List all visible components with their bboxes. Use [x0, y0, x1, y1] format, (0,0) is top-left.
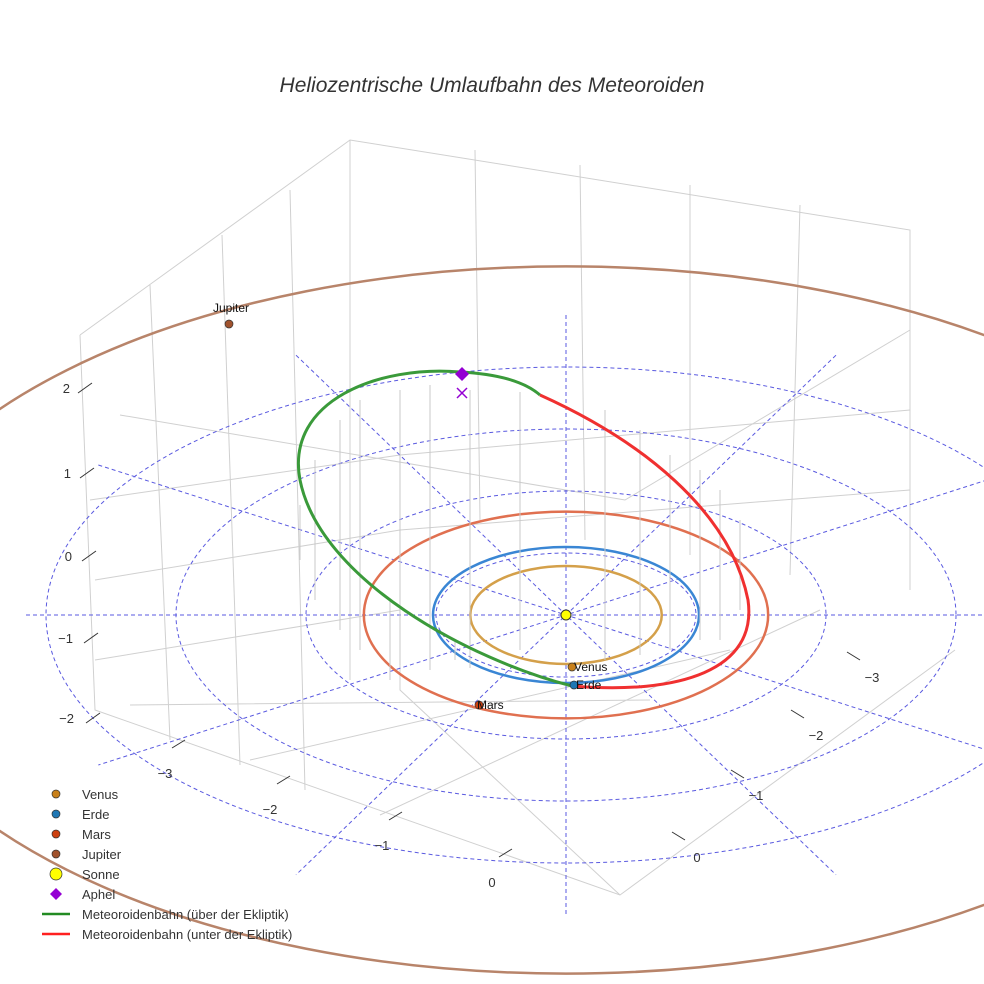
y-tick-label: 0: [488, 875, 495, 890]
legend-circle-icon: [51, 829, 61, 839]
legend-label: Sonne: [82, 867, 120, 882]
venus-marker[interactable]: [567, 662, 577, 672]
z-tick-label: −2: [59, 711, 74, 726]
legend-label: Venus: [82, 787, 119, 802]
legend-label: Aphel: [82, 887, 115, 902]
legend: VenusErdeMarsJupiterSonneAphelMeteoroide…: [42, 787, 292, 942]
legend-circle-icon: [51, 789, 61, 799]
orbit-jupiter[interactable]: [0, 265, 984, 975]
legend-label: Mars: [82, 827, 111, 842]
height-stems: [299, 385, 741, 680]
legend-circle-icon: [49, 867, 63, 881]
chart-title: Heliozentrische Umlaufbahn des Meteoroid…: [279, 74, 705, 97]
z-tick-label: −1: [58, 631, 73, 646]
jupiter-label: Jupiter: [213, 301, 249, 315]
y-tick-label: −3: [158, 766, 173, 781]
ecliptic-ring: [45, 366, 984, 864]
legend-item[interactable]: Meteoroidenbahn (unter der Ekliptik): [42, 927, 292, 942]
legend-label: Meteoroidenbahn (unter der Ekliptik): [82, 927, 292, 942]
legend-item[interactable]: Aphel: [50, 887, 115, 902]
z-tick-label: 1: [64, 466, 71, 481]
venus-label: Venus: [574, 660, 607, 674]
ecliptic-grid: [26, 315, 984, 915]
mars-marker[interactable]: [474, 700, 484, 710]
meteoroid-orbit-below[interactable]: [539, 393, 751, 690]
y-tick-label: −1: [375, 838, 390, 853]
jupiter-marker[interactable]: [224, 319, 234, 329]
legend-item[interactable]: Meteoroidenbahn (über der Ekliptik): [42, 907, 289, 922]
z-tick-label: 0: [65, 549, 72, 564]
mars-label: Mars: [477, 698, 504, 712]
erde-marker[interactable]: [569, 680, 579, 690]
legend-item[interactable]: Mars: [51, 827, 111, 842]
x-tick-label: −3: [865, 670, 880, 685]
legend-circle-icon: [51, 809, 61, 819]
legend-item[interactable]: Erde: [51, 807, 109, 822]
legend-label: Erde: [82, 807, 109, 822]
z-tick-label: 2: [63, 381, 70, 396]
x-tick-label: −2: [809, 728, 824, 743]
meteoroid-orbit-above[interactable]: [296, 369, 573, 688]
orbit-mars[interactable]: [362, 510, 770, 720]
legend-diamond-icon: [50, 888, 62, 900]
legend-circle-icon: [51, 849, 61, 859]
legend-item[interactable]: Jupiter: [51, 847, 122, 862]
erde-label: Erde: [576, 678, 602, 692]
x-tick-label: 0: [693, 850, 700, 865]
legend-label: Jupiter: [82, 847, 122, 862]
legend-item[interactable]: Venus: [51, 787, 119, 802]
sun-marker[interactable]: [560, 609, 572, 621]
y-tick-label: −2: [263, 802, 278, 817]
aphel-projection-x-icon: [456, 387, 468, 399]
legend-item[interactable]: Sonne: [49, 867, 120, 882]
axis-box-grid: [79, 139, 956, 896]
aphel-marker[interactable]: [455, 367, 469, 381]
legend-label: Meteoroidenbahn (über der Ekliptik): [82, 907, 289, 922]
x-tick-label: −1: [749, 788, 764, 803]
